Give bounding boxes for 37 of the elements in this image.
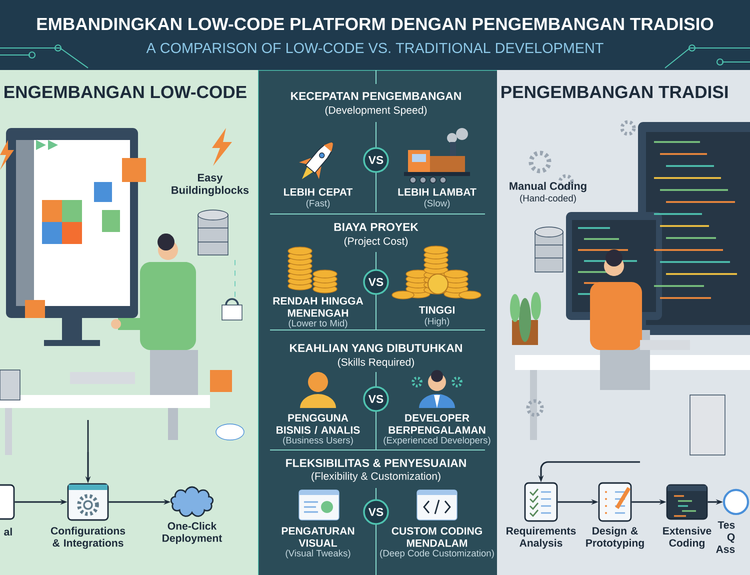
option-label: PENGGUNA BISNIS / ANALIS <box>276 414 360 434</box>
option-caption: (Slow) <box>424 200 450 208</box>
node-label: Configurations & Integrations <box>50 526 126 549</box>
option-caption: (Experienced Developers) <box>384 436 490 446</box>
option-label: TINGGI <box>418 306 454 314</box>
option-caption: (Deep Code Customization) <box>380 550 494 558</box>
option-caption: (High) <box>424 318 450 326</box>
step-box: al <box>0 484 15 536</box>
subtitle: A COMPARISON OF LOW-CODE VS. TRADITIONAL DEVELOPMENT <box>146 42 604 54</box>
node-label: Extensive Coding <box>663 526 712 549</box>
option-label: LEBIH LAMBAT <box>398 188 476 196</box>
annotation-text: (Hand-coded) <box>520 194 576 204</box>
option-label: RENDAH HINGGA MENENGAH <box>273 297 364 317</box>
annotation-text: Easy Buildingblocks <box>172 174 249 196</box>
node-label: al <box>4 528 12 536</box>
section-heading: FLEKSIBILITAS & PENYESUAIAN <box>286 458 466 468</box>
option-label: PENGATURAN VISUAL <box>282 527 354 547</box>
section-heading: BIAYA PROYEK <box>334 222 418 232</box>
section-heading: KECEPATAN PENGEMBANGAN <box>291 92 461 100</box>
option-label: LEBIH CEPAT <box>284 188 353 196</box>
node-label: One-Click Deployment <box>162 522 222 544</box>
option-label: DEVELOPER BERPENGALAMAN <box>388 414 486 434</box>
section-heading: KEAHLIAN YANG DIBUTUHKAN <box>290 344 462 352</box>
step-box: Design & Prototyping <box>586 482 644 549</box>
title: EMBANDINGKAN LOW-CODE PLATFORM DENGAN PENGEMBANGAN TRADISIO <box>37 18 714 30</box>
node-label: Requirements Analysis <box>506 526 576 549</box>
step-box: Requirements Analysis <box>506 482 576 549</box>
step-box: Tes Q Ass <box>716 488 750 553</box>
step-box: One-Click Deployment <box>162 486 222 544</box>
option-caption: (Lower to Mid) <box>288 320 348 328</box>
option-label: CUSTOM CODING MENDALAM <box>392 527 482 547</box>
annotation-text: Manual Coding <box>510 182 586 192</box>
option-caption: (Fast) <box>306 200 330 208</box>
option-caption: (Visual Tweaks) <box>286 550 350 558</box>
node-label: Tes Q Ass <box>716 521 735 553</box>
option-caption: (Business Users) <box>283 436 353 446</box>
node-label: Design & Prototyping <box>586 526 644 549</box>
